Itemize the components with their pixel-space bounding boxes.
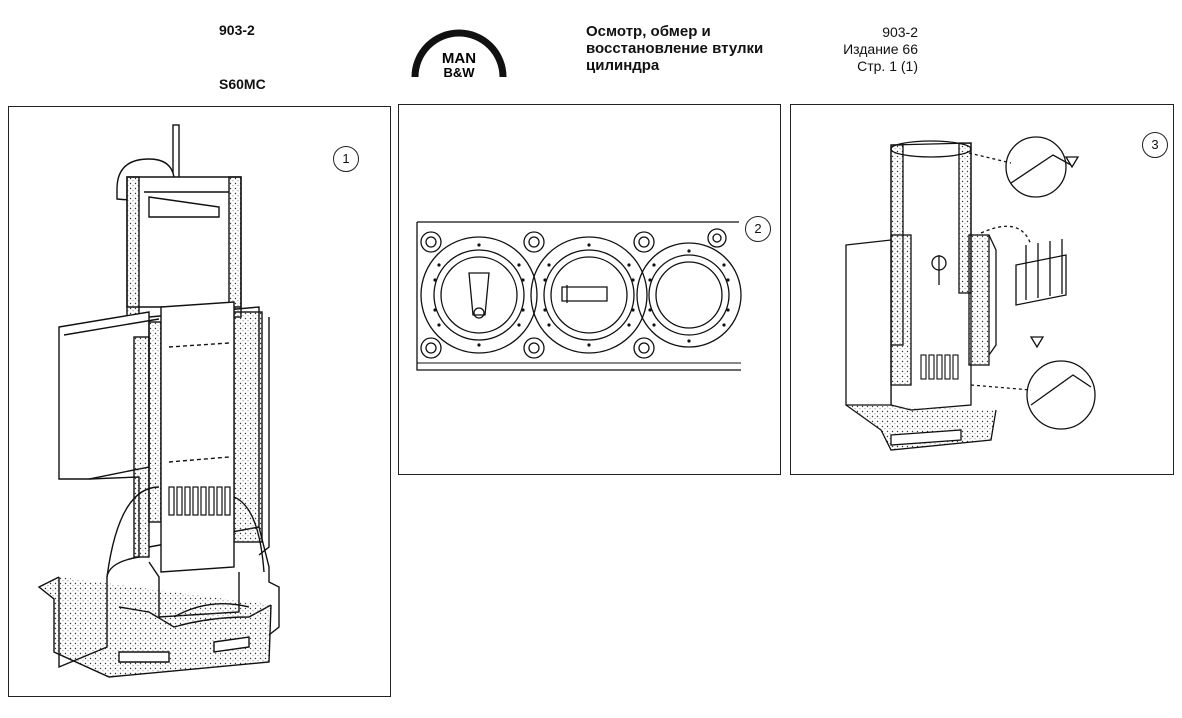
figure-panel-2: 2	[398, 104, 781, 475]
title-line-3: цилиндра	[586, 57, 660, 74]
cylinder-frame-top-view-drawing	[416, 221, 742, 371]
figure-panel-1: 1	[8, 106, 391, 697]
figure-panel-3: 3	[790, 104, 1174, 475]
document-meta: 903-2 Издание 66 Стр. 1 (1)	[843, 24, 918, 75]
liner-measurement-drawing	[845, 136, 1096, 451]
figure-number-3: 3	[1142, 132, 1168, 158]
cylinder-liner-cutaway-drawing	[37, 124, 280, 678]
doc-code-left: 903-2	[219, 22, 255, 38]
logo-text-bw: B&W	[443, 65, 475, 79]
page-number: Стр. 1 (1)	[857, 58, 918, 74]
logo-text-man: MAN	[442, 50, 476, 67]
figure-number-1: 1	[333, 146, 359, 172]
edition: Издание 66	[843, 41, 918, 57]
man-bw-logo: MAN B&W	[411, 29, 507, 79]
engine-type: S60MC	[219, 76, 266, 92]
figure-number-2: 2	[745, 216, 771, 242]
title-line-2: восстановление втулки	[586, 40, 764, 57]
doc-code-right: 903-2	[882, 24, 918, 40]
title-line-1: Осмотр, обмер и	[586, 23, 711, 40]
document-title: Осмотр, обмер и восстановление втулки ци…	[586, 23, 763, 74]
